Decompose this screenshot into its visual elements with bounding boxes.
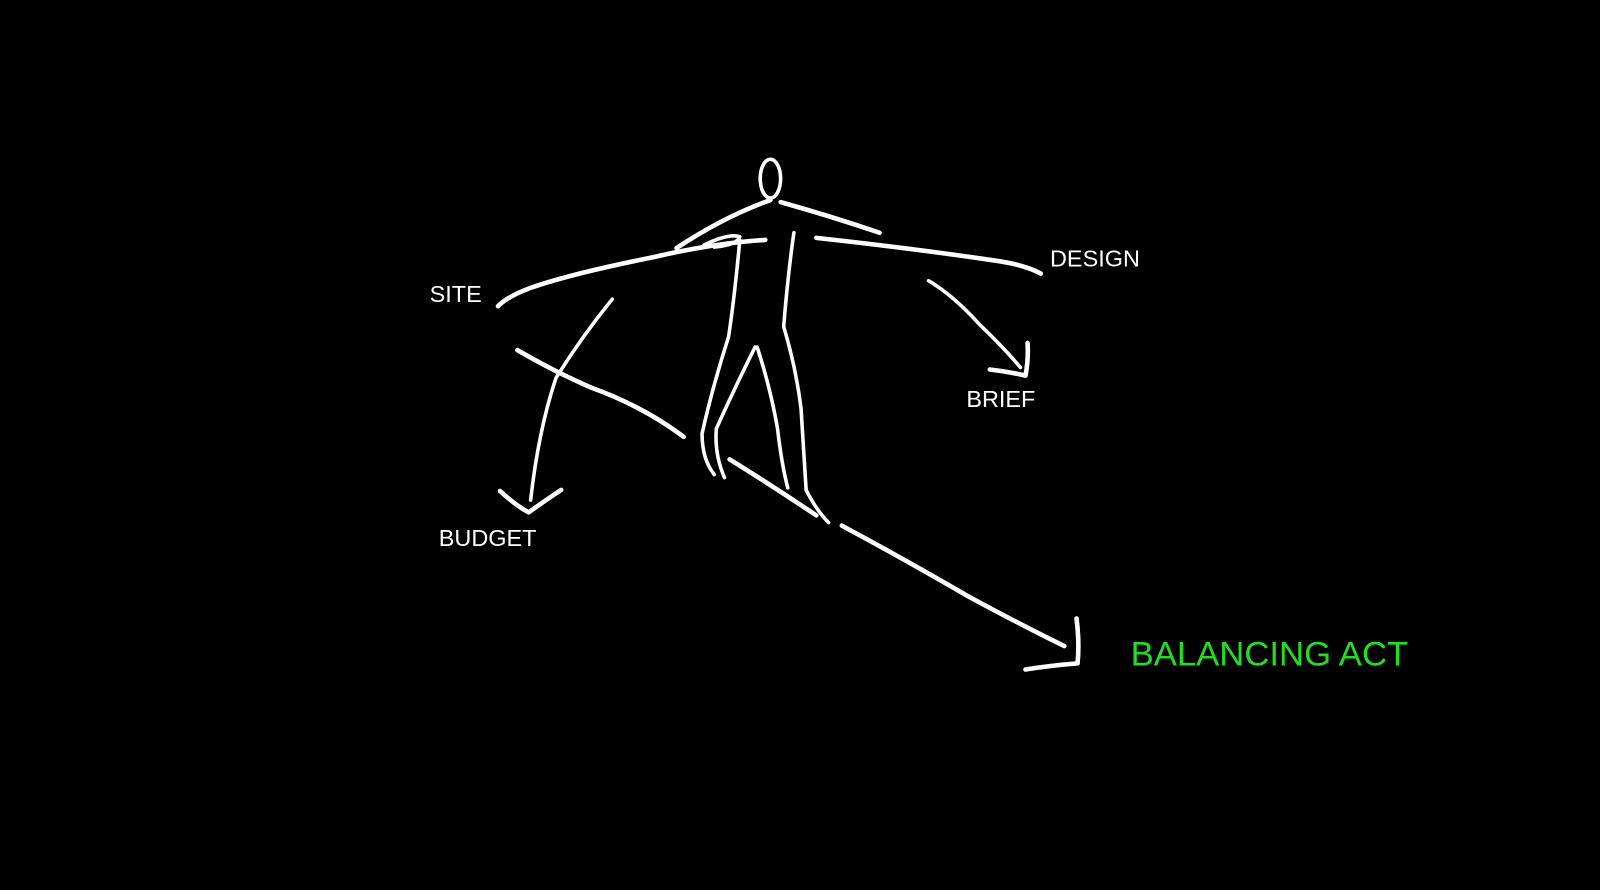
budget-arrowhead <box>497 487 564 515</box>
figure-head <box>758 157 783 200</box>
figure-left-shoulder <box>674 197 773 251</box>
figure-body-right <box>781 230 831 525</box>
brief-arrowhead <box>987 340 1031 378</box>
label-budget: BUDGET <box>439 525 537 551</box>
label-design: DESIGN <box>1050 245 1140 271</box>
tightrope <box>515 347 1081 672</box>
budget-arrow-shaft <box>528 297 615 502</box>
figure-left-arm <box>495 237 768 309</box>
figure-right-arm <box>814 235 1044 276</box>
brief-arrow <box>926 278 1031 378</box>
figure-inner-leg-left <box>714 345 757 480</box>
brief-arrow-shaft <box>926 278 1023 370</box>
arrowhead-balancing-act <box>1023 616 1081 672</box>
figure-body-left <box>700 238 742 477</box>
label-site: SITE <box>430 281 482 307</box>
figure-right-shoulder <box>778 199 882 236</box>
tightrope-figure <box>495 157 1044 525</box>
rope-segment <box>727 456 819 518</box>
title-balancing-act: BALANCING ACT <box>1131 635 1409 673</box>
rope-segment <box>839 523 1067 649</box>
figure-hand-mark <box>702 234 742 249</box>
label-brief: BRIEF <box>966 386 1035 412</box>
figure-inner-leg-right <box>755 345 790 490</box>
rope-segment <box>515 347 686 440</box>
budget-arrow <box>497 297 615 515</box>
